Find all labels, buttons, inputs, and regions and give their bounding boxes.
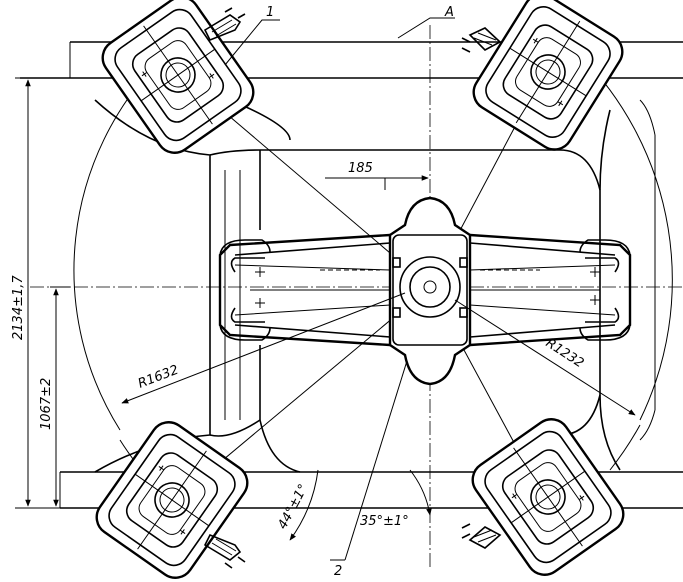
axlebox-bottom-right-bolts [461, 523, 502, 549]
angle-44-arc [289, 469, 319, 541]
axlebox-bottom-left-bolts [203, 533, 246, 569]
axlebox-bottom-left [95, 421, 249, 579]
section-a-leader [397, 17, 455, 39]
radius-arcs [73, 54, 673, 511]
section-a-label: A [444, 5, 454, 20]
axlebox-top-right [472, 0, 624, 151]
dim-1067 [50, 286, 70, 507]
dim-1067-label: 1067±2 [39, 378, 54, 430]
axlebox-top-left [101, 0, 255, 154]
callout-1-leader [224, 19, 280, 66]
dim-185 [325, 175, 429, 190]
center-pivot [388, 196, 472, 386]
dim-185-label: 185 [348, 161, 373, 176]
radius-1632-label: R1632 [136, 363, 181, 392]
dim-2134 [15, 77, 70, 509]
radius-1232-label: R1232 [543, 336, 586, 372]
radius-1632-leader [121, 292, 406, 404]
dim-2134-label: 2134±1,7 [11, 275, 26, 340]
callout-2-label: 2 [334, 564, 342, 579]
axlebox-top-left-bolts [203, 7, 246, 42]
angle-44-label: 44°±1° [275, 482, 311, 532]
axlebox-top-right-bolts [461, 27, 502, 53]
frame-body-outline [94, 99, 621, 473]
radius-1232-leader [454, 299, 636, 416]
angle-35-arc [409, 469, 432, 516]
axlebox-bottom-right [471, 418, 625, 576]
callout-1-label: 1 [266, 5, 274, 20]
bolster-beam [218, 233, 632, 347]
angle-35-label: 35°±1° [360, 514, 409, 529]
